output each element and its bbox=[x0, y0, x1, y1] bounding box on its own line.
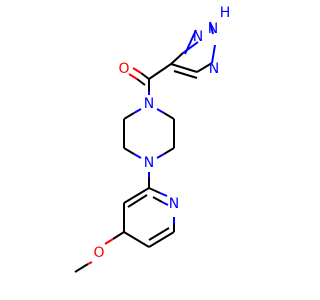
bond-pyridine-n-c2-half bbox=[159, 192, 168, 197]
atom-piperazine-n4-label: N bbox=[144, 155, 154, 171]
bond-pyridine-n-c2 bbox=[148, 187, 161, 194]
bond-triazole-c5-c4 bbox=[170, 63, 198, 73]
bond-pyridine-c2-c3-double bbox=[127, 194, 148, 208]
bond-methoxy-o-ch3-red bbox=[87, 261, 93, 265]
bond-triazole-c5-c4-double bbox=[173, 70, 198, 79]
bond-pyridine-c5-c6-double bbox=[148, 227, 170, 241]
molecule-drawing: N N H N O N N N O bbox=[74, 5, 231, 273]
bond-piperazine-n1-right bbox=[163, 112, 175, 120]
bond-piperazine-n4-right bbox=[163, 147, 175, 155]
atom-triazole-h-label: H bbox=[220, 5, 231, 21]
bond-piperazine-n1-right-half bbox=[156, 108, 165, 114]
bond-triazole-n2-n1 bbox=[209, 21, 214, 35]
atom-piperazine-n1-label: N bbox=[144, 96, 154, 112]
bond-piperazine-n4-right-half bbox=[156, 153, 165, 159]
atom-triazole-n1-label: N bbox=[209, 61, 219, 77]
bond-carbonyl-double-1-o bbox=[132, 67, 142, 74]
atom-triazole-nh-label: N bbox=[208, 21, 218, 37]
bond-piperazine-n4-left-half bbox=[133, 153, 142, 159]
bond-triazole-c5-half bbox=[196, 62, 213, 73]
bond-triazole-n1-c5 bbox=[211, 44, 216, 64]
atom-pyridine-n-label: N bbox=[169, 196, 179, 212]
bond-triazole-n3-n2 bbox=[184, 29, 197, 55]
bond-carbonyl-double-2-o bbox=[128, 73, 138, 80]
bond-carbonyl-c-to-triazole bbox=[148, 63, 172, 80]
bond-pyridine-n-c2-double-half bbox=[161, 201, 169, 206]
bond-piperazine-n1-left bbox=[123, 112, 135, 120]
bond-methoxy-c-o-red bbox=[104, 238, 114, 245]
bond-pyridine-c2-c3 bbox=[123, 187, 150, 204]
bond-carbonyl-double-1 bbox=[140, 72, 150, 80]
bond-triazole-c4-n3 bbox=[170, 52, 184, 65]
bond-piperazine-n4-left bbox=[123, 147, 135, 155]
bond-carbonyl-double-2 bbox=[136, 78, 146, 86]
bond-pyridine-c5-c6 bbox=[148, 231, 175, 248]
bond-pyridine-n-c2-double bbox=[152, 196, 163, 203]
bond-methoxy-o-ch3 bbox=[74, 263, 89, 273]
atom-triazole-n3-label: N bbox=[193, 29, 203, 45]
chemical-structure-diagram: N N H N O N N N O bbox=[74, 5, 231, 273]
atom-carbonyl-oxygen-label: O bbox=[118, 61, 129, 77]
bond-methoxy-c-o bbox=[112, 231, 125, 240]
atom-methoxy-oxygen-label: O bbox=[93, 245, 104, 261]
bond-piperazine-n1-left-half bbox=[133, 108, 142, 114]
bond-pyridine-c4-c5 bbox=[123, 231, 150, 248]
